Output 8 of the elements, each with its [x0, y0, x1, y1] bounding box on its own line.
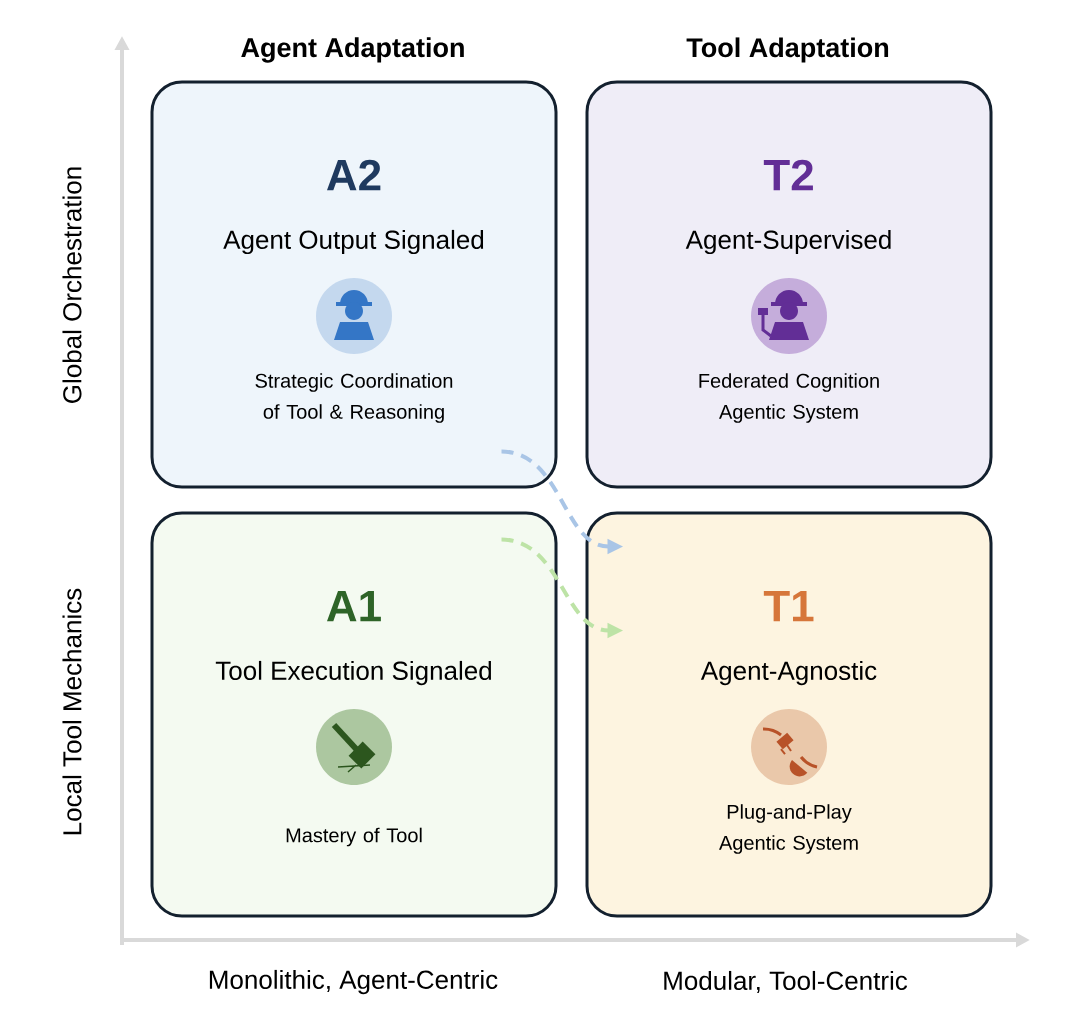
axis-label: Modular, Tool-Centric: [664, 970, 908, 994]
axis-label: Local Tool Mechanics: [62, 588, 82, 835]
quadrant-box: T1 Agent-Agnostic Plug-and-Play Agentic System: [585, 511, 993, 918]
quadrant-box: A1 Tool Execution Signaled Mastery of Tool: [150, 511, 558, 918]
axis-label: Monolithic, Agent-Centric: [209, 969, 498, 995]
axis-label: Global Orchestration: [62, 167, 82, 403]
quadrant-box: A2 Agent Output Signaled Strategic Coordination of Tool & Reasoning: [150, 80, 558, 489]
quadrant-box: T2 Agent-Supervised Federated Cognition Agentic System: [585, 80, 993, 489]
